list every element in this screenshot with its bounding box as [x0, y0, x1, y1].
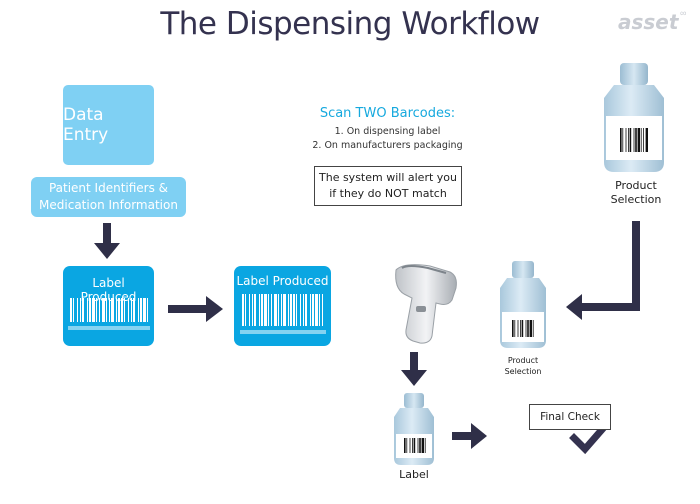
- elbow-arrow-icon: [566, 221, 640, 320]
- product-selection-mid-line1: Product: [507, 356, 539, 365]
- asset-logo: asset: [618, 10, 679, 34]
- label-produced-box-2: Label Produced: [234, 266, 331, 346]
- bottle-icon: [394, 393, 434, 465]
- logo-mark: ∞: [680, 8, 687, 18]
- scan-title: Scan TWO Barcodes:: [319, 106, 456, 121]
- arrow-right-icon: [168, 296, 223, 322]
- product-selection-top-line2: Selection: [610, 193, 662, 206]
- barcode-icon: [68, 298, 150, 330]
- bottle-icon: [500, 261, 546, 348]
- data-entry-label: Data Entry: [63, 105, 109, 145]
- label-caption: Label: [399, 468, 429, 481]
- page-title: The Dispensing Workflow: [160, 6, 540, 42]
- data-entry-box: Data Entry: [63, 85, 154, 165]
- barcode-scanner-icon: [395, 264, 457, 344]
- product-selection-top-line1: Product: [615, 179, 657, 192]
- final-check-label: Final Check: [540, 411, 600, 423]
- final-check-box: Final Check: [529, 404, 611, 430]
- alert-box: The system will alert you if they do NOT…: [314, 166, 462, 206]
- barcode-icon: [240, 294, 326, 334]
- alert-line2: if they do NOT match: [329, 187, 447, 200]
- scan-item-1: 1. On dispensing label: [334, 126, 441, 137]
- patient-info-line1: Patient Identifiers &: [48, 181, 169, 195]
- label-produced-title-2: Label Produced: [236, 274, 329, 288]
- bottle-icon: [604, 63, 664, 172]
- alert-line1: The system will alert you: [319, 171, 457, 184]
- product-selection-caption-mid: Product Selection: [488, 355, 558, 377]
- arrow-down-icon: [94, 223, 120, 259]
- product-selection-mid-line2: Selection: [504, 367, 542, 376]
- checkmark-icon: [569, 420, 611, 455]
- label-produced-box-1: Label Produced: [63, 266, 154, 346]
- product-selection-caption-top: Product Selection: [596, 179, 676, 207]
- arrow-down-icon: [401, 352, 427, 386]
- scan-item-2: 2. On manufacturers packaging: [312, 140, 463, 151]
- patient-info-line2: Medication Information: [39, 198, 178, 212]
- arrow-right-icon: [452, 423, 487, 449]
- patient-info-box: Patient Identifiers & Medication Informa…: [31, 177, 186, 217]
